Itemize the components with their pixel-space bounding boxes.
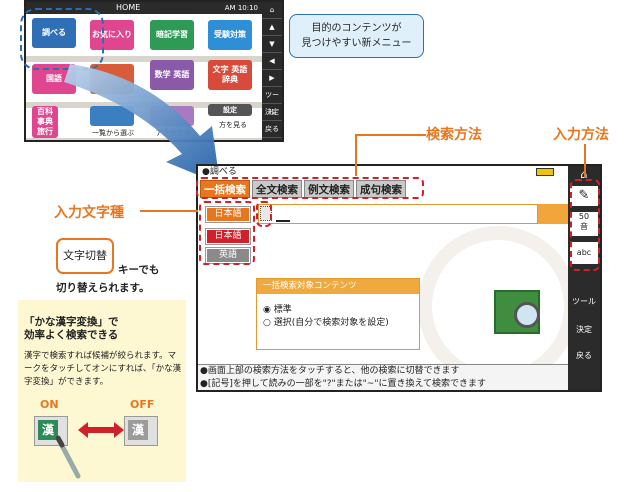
status-line: ●[記号]を押して読みの一部を"?"または"~"に置き換えて検索できます [200, 379, 487, 389]
home-icon[interactable]: ⌂ [262, 2, 282, 19]
magnifier-icon [514, 302, 540, 328]
tip-body: 漢字で検索すれば候補が絞られます。マークをタッチしてオンにすれば、「かな漢字変換… [24, 351, 182, 387]
option-select[interactable]: ○ 選択(自分で検索対象を設定) [263, 318, 389, 328]
lang-japanese-active[interactable]: 日本語 [205, 206, 251, 223]
side-right-button[interactable]: ▶ [262, 70, 282, 87]
input-method-leader [584, 144, 586, 178]
search-input[interactable] [258, 204, 538, 224]
tab-idiom-search[interactable]: 成句検索 [356, 180, 406, 198]
lang-english[interactable]: 英語 [205, 247, 251, 264]
kana-input-button[interactable]: 50 音 [570, 212, 598, 236]
callout-line: 目的のコンテンツが [311, 23, 402, 34]
target-contents-panel: 一括検索対象コンテンツ ◉ 標準 ○ 選択(自分で検索対象を設定) [256, 278, 420, 350]
search-method-tabs: 一括検索 全文検索 例文検索 成句検索 [200, 180, 406, 198]
side-down-button[interactable]: ▼ [262, 36, 282, 53]
kanji-off-button[interactable]: 漢 [128, 420, 148, 440]
input-bar-end [538, 204, 568, 224]
tile-exam[interactable]: 受験対策 [208, 20, 252, 50]
input-method-highlight [570, 179, 600, 271]
pen-input-icon[interactable]: ✎ [570, 186, 598, 206]
screen-title: ●調べる [198, 166, 570, 178]
search-method-highlight [196, 177, 424, 199]
home-status-bar: HOME AM 10:10 [26, 2, 264, 14]
tile-search[interactable]: 調べる [32, 18, 76, 48]
char-switch-key: 文字切替 [56, 238, 114, 274]
tool-button[interactable]: ツール [572, 297, 596, 306]
panel-header: 一括検索対象コンテンツ [257, 279, 419, 294]
tip-title: 「かな漢字変換」で 効率よく検索できる [24, 316, 119, 341]
side-up-button[interactable]: ▲ [262, 19, 282, 36]
shelf [26, 138, 264, 140]
tile-math[interactable]: 数学 英語 [150, 60, 194, 90]
tile-encyclopedia[interactable]: 百科 事典 旅行 [32, 106, 58, 138]
option-standard[interactable]: ◉ 標準 [263, 305, 292, 315]
tile-memorize[interactable]: 暗記学習 [150, 20, 194, 50]
home-title: HOME [116, 3, 141, 12]
shelf [26, 56, 264, 62]
input-charset-leader [140, 210, 198, 212]
side-left-button[interactable]: ◀ [262, 53, 282, 70]
kanji-on-button[interactable]: 漢 [38, 420, 58, 440]
search-method-label: 検索方法 [426, 127, 482, 143]
side-enter-button[interactable]: 決定 [262, 104, 282, 121]
side-back-button[interactable]: 戻る [262, 121, 282, 138]
on-label: ON [40, 398, 59, 411]
stylus-icon [55, 435, 81, 479]
kanji-mode-highlight [256, 201, 272, 227]
input-caret [276, 220, 290, 222]
home-screen: HOME AM 10:10 調べる お気に入り 暗記学習 受験対策 国語 数学 … [24, 0, 284, 142]
home-clock: AM 10:10 [224, 4, 258, 12]
status-line: ●画面上部の検索方法をタッチすると、他の検索に切替できます [200, 366, 460, 376]
abc-input-button[interactable]: abc [570, 242, 598, 264]
tab-bulk-search[interactable]: 一括検索 [200, 180, 250, 198]
lang-japanese[interactable]: 日本語 [205, 228, 251, 245]
tab-fulltext-search[interactable]: 全文検索 [252, 180, 302, 198]
search-method-leader [355, 134, 426, 176]
key-hint: キーでも [118, 264, 160, 276]
input-charset-label: 入力文字種 [54, 205, 124, 221]
toggle-arrow-icon [78, 422, 124, 438]
transition-arrow-icon [64, 64, 220, 184]
tile-dictionary[interactable]: 文字 英語 辞典 [208, 60, 252, 90]
key-hint: 切り替えられます。 [56, 282, 150, 294]
enter-button[interactable]: 決定 [576, 325, 592, 334]
side-tool-button[interactable]: ツール [262, 87, 282, 116]
new-menu-callout: 目的のコンテンツが 見つけやすい新メニュー [289, 14, 424, 58]
input-charset-highlight [199, 201, 255, 265]
tile-label: 方を見る [219, 121, 247, 129]
tile-label: 一覧から選ぶ [92, 129, 134, 137]
tile-settings[interactable]: 設定 [208, 104, 252, 116]
tile-list[interactable] [90, 106, 134, 126]
tab-example-search[interactable]: 例文検索 [304, 180, 354, 198]
tile-favorites[interactable]: お気に入り [90, 20, 134, 50]
home-side-buttons: ⌂ ▲ ▼ ◀ ▶ ツール 決定 戻る [262, 2, 282, 140]
screen-side-buttons: ⌂ ✎ 50 音 abc ツール 決定 戻る [568, 166, 600, 390]
callout-line: 見つけやすい新メニュー [301, 38, 412, 49]
status-area: ●画面上部の検索方法をタッチすると、他の検索に切替できます ●[記号]を押して読… [198, 364, 570, 390]
search-tile-highlight [20, 8, 104, 70]
off-label: OFF [130, 398, 155, 411]
home-icon[interactable]: ⌂ [580, 168, 588, 181]
battery-icon [536, 168, 554, 176]
kana-kanji-tip: 「かな漢字変換」で 効率よく検索できる 漢字で検索すれば候補が絞られます。マーク… [18, 300, 186, 482]
back-button[interactable]: 戻る [576, 351, 592, 360]
input-method-label: 入力方法 [553, 127, 609, 143]
